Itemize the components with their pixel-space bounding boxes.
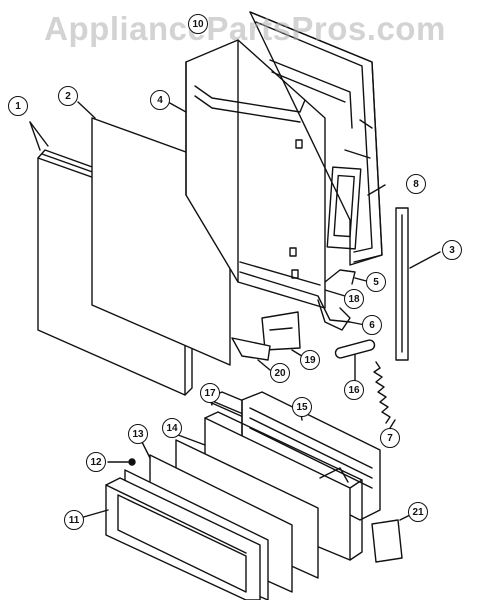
callout-3: 3: [442, 240, 462, 260]
callout-18: 18: [344, 289, 364, 309]
callout-14: 14: [162, 418, 182, 438]
part-16-link: [334, 339, 376, 381]
callout-4: 4: [150, 90, 170, 110]
part-4-inner-liner: [167, 39, 351, 323]
part-7-spring: [373, 361, 396, 429]
part-5-hinge-bracket: [324, 269, 371, 285]
part-3-side-strip: [395, 207, 441, 361]
callout-7: 7: [380, 428, 400, 448]
callout-6: 6: [362, 315, 382, 335]
part-21-label: [371, 514, 411, 563]
callout-21: 21: [408, 502, 428, 522]
watermark: AppliancePartsPros.com: [44, 10, 446, 47]
callout-19: 19: [300, 350, 320, 370]
callout-2: 2: [58, 86, 78, 106]
part-20-clip: [231, 337, 271, 371]
callout-5: 5: [366, 272, 386, 292]
callout-20: 20: [270, 363, 290, 383]
callout-1: 1: [8, 96, 28, 116]
part-12-screw: [107, 458, 136, 466]
callout-10: 10: [188, 14, 208, 34]
callout-17: 17: [200, 383, 220, 403]
part-11-trim-frame: [79, 477, 261, 601]
callout-13: 13: [128, 424, 148, 444]
callout-8: 8: [406, 174, 426, 194]
part-18-pin: [324, 289, 346, 297]
part-19-bracket: [261, 311, 306, 359]
callout-11: 11: [64, 510, 84, 530]
callout-15: 15: [292, 397, 312, 417]
callout-12: 12: [86, 452, 106, 472]
part-8-frame: [249, 11, 386, 266]
callout-16: 16: [344, 380, 364, 400]
